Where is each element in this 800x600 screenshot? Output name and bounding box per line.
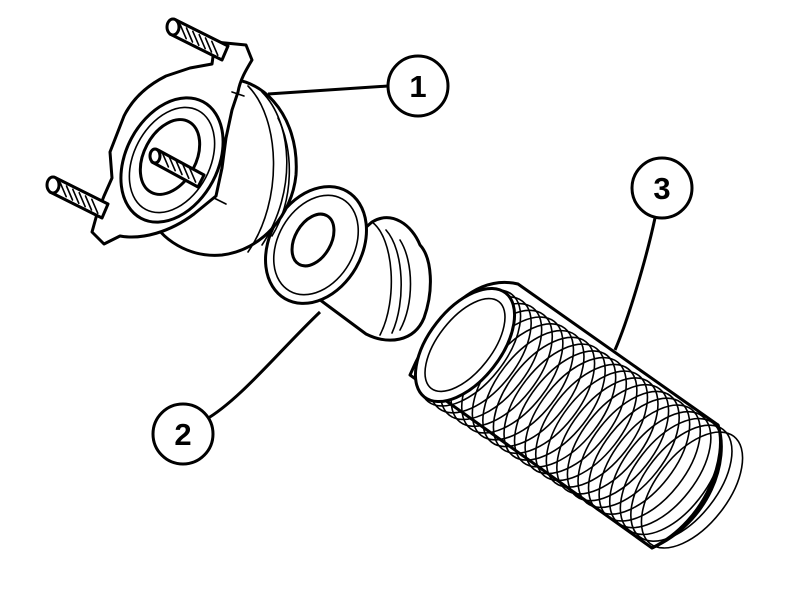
stud-thread xyxy=(192,30,200,47)
top-mount-bowl-ring xyxy=(128,106,216,214)
top-mount-flange-notch-a xyxy=(231,91,245,97)
bellows-rib xyxy=(640,431,744,549)
bellows-open-end xyxy=(413,286,517,404)
stud-thread xyxy=(188,167,197,183)
bellows-rib xyxy=(608,410,712,529)
bellows-rib xyxy=(545,370,649,488)
stud-thread xyxy=(78,191,86,208)
bellows-rib xyxy=(587,397,691,515)
stud-thread xyxy=(168,155,176,172)
top-mount-flange-notch-b xyxy=(213,197,227,205)
stud-thread xyxy=(59,181,67,198)
bump-stop-bore xyxy=(290,212,336,268)
stud-thread xyxy=(185,27,194,43)
stud-thread xyxy=(65,185,74,201)
callout-2: 2 xyxy=(151,402,215,466)
stud-thread xyxy=(204,37,213,53)
bellows-rib xyxy=(534,363,638,482)
stud-thread xyxy=(161,152,170,168)
top-mount-centre-stud-tip xyxy=(148,147,162,165)
leader-line-1 xyxy=(267,84,389,96)
bellows-rib xyxy=(619,417,723,536)
bellows-rib xyxy=(566,383,670,502)
bellows-rib xyxy=(630,424,733,542)
stud-thread xyxy=(211,40,219,57)
bellows xyxy=(408,281,744,550)
top-mount-lower-stud-tip xyxy=(45,175,61,195)
stud-thread xyxy=(175,159,183,176)
callout-1: 1 xyxy=(386,54,450,118)
top-mount-rear-ring-b xyxy=(271,117,291,237)
bellows-rib xyxy=(503,343,606,461)
callout-1-label: 1 xyxy=(409,69,426,104)
callout-2-label: 2 xyxy=(174,417,191,452)
bump-stop xyxy=(264,185,432,342)
upper-stud-threads xyxy=(179,23,219,57)
top-mount-rear-ring-c xyxy=(247,85,275,253)
bellows-inner-ring xyxy=(424,297,506,393)
stud-thread xyxy=(72,188,80,205)
centre-stud-threads xyxy=(161,152,197,183)
bellows-rib xyxy=(482,329,585,448)
bellows-ribs xyxy=(418,289,744,549)
leader-line-2 xyxy=(204,310,322,422)
callout-3: 3 xyxy=(630,156,694,220)
lower-stud-threads xyxy=(59,181,99,215)
top-mount-rear-ring-a xyxy=(261,91,288,246)
bump-stop-face-rim xyxy=(272,194,360,296)
bellows-rib xyxy=(492,336,596,455)
stud-thread xyxy=(179,23,187,40)
leader-line-3 xyxy=(613,217,657,351)
bellows-rib xyxy=(556,377,659,495)
bellows-rib xyxy=(577,390,680,509)
bump-stop-body xyxy=(298,216,432,342)
bellows-rib xyxy=(524,356,628,475)
bellows-rib xyxy=(513,350,617,468)
bump-stop-groove-b xyxy=(399,239,412,331)
bump-stop-groove-c xyxy=(385,229,402,334)
stud-thread xyxy=(91,198,99,215)
stud-thread xyxy=(84,195,93,211)
bump-stop-groove-a xyxy=(371,221,393,336)
callout-3-label: 3 xyxy=(653,171,670,206)
top-mount xyxy=(45,17,298,257)
bellows-far-end xyxy=(650,423,723,550)
stud-thread xyxy=(182,163,190,180)
stud-thread xyxy=(198,33,206,50)
bellows-rib xyxy=(598,404,702,522)
top-mount-upper-stud-tip xyxy=(165,17,181,37)
